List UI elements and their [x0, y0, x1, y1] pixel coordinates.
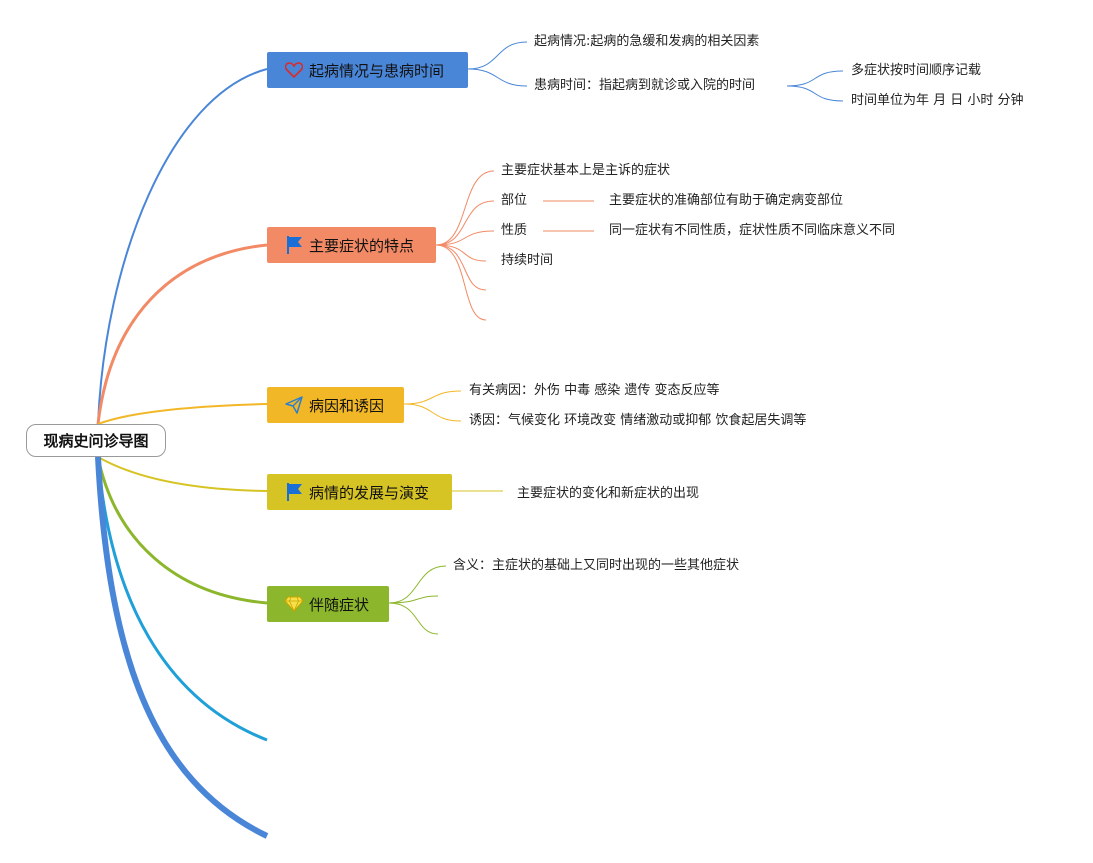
branch-label: 伴随症状: [309, 595, 370, 614]
branch-label: 病情的发展与演变: [309, 483, 430, 502]
leaf-symptom-changes[interactable]: 主要症状的变化和新症状的出现: [517, 486, 700, 501]
branch-label: 病因和诱因: [309, 396, 385, 415]
leaf-nature-detail[interactable]: 同一症状有不同性质，症状性质不同临床意义不同: [609, 223, 896, 238]
root-node[interactable]: 现病史问诊导图: [26, 424, 166, 457]
branch-cause-and-trigger[interactable]: 病因和诱因: [267, 387, 404, 423]
blue-flag-icon: [283, 234, 305, 256]
heart-outline-icon: [283, 59, 305, 81]
connector-root-empty-2: [95, 456, 269, 839]
branch-disease-progression[interactable]: 病情的发展与演变: [267, 474, 452, 510]
leaf-time-units[interactable]: 时间单位为年 月 日 小时 分钟: [851, 93, 1024, 108]
branch-onset-and-duration[interactable]: 起病情况与患病时间: [267, 52, 468, 88]
leaf-accompanying-meaning[interactable]: 含义：主症状的基础上又同时出现的一些其他症状: [453, 558, 740, 573]
connector-root-branch-1: [97, 68, 268, 425]
leaf-location[interactable]: 部位: [501, 193, 528, 208]
paper-plane-icon: [283, 394, 305, 416]
blue-flag-icon: [283, 481, 305, 503]
branch-accompanying-symptoms[interactable]: 伴随症状: [267, 586, 389, 622]
branch-main-symptom-features[interactable]: 主要症状的特点: [267, 227, 436, 263]
diamond-icon: [283, 593, 305, 615]
branch-label: 起病情况与患病时间: [309, 61, 445, 80]
leaf-related-causes[interactable]: 有关病因：外伤 中毒 感染 遗传 变态反应等: [469, 383, 720, 398]
leaf-disease-duration[interactable]: 患病时间：指起病到就诊或入院的时间: [534, 78, 756, 93]
leaf-main-symptom-chief-complaint[interactable]: 主要症状基本上是主诉的症状: [501, 163, 671, 178]
leaf-triggers[interactable]: 诱因：气候变化 环境改变 情绪激动或抑郁 饮食起居失调等: [469, 413, 807, 428]
leaf-duration[interactable]: 持续时间: [501, 253, 554, 268]
connector-root-branch-2: [96, 243, 268, 425]
leaf-location-detail[interactable]: 主要症状的准确部位有助于确定病变部位: [609, 193, 844, 208]
leaf-nature[interactable]: 性质: [501, 223, 528, 238]
branch-label: 主要症状的特点: [309, 236, 415, 255]
connector-root-branch-5: [96, 456, 268, 605]
connector-root-branch-4: [97, 456, 268, 492]
leaf-onset-situation[interactable]: 起病情况:起病的急缓和发病的相关因素: [534, 34, 760, 49]
connector-root-empty-1: [96, 456, 268, 742]
connector-root-branch-3: [97, 403, 268, 425]
leaf-chronological-record[interactable]: 多症状按时间顺序记载: [851, 63, 982, 78]
